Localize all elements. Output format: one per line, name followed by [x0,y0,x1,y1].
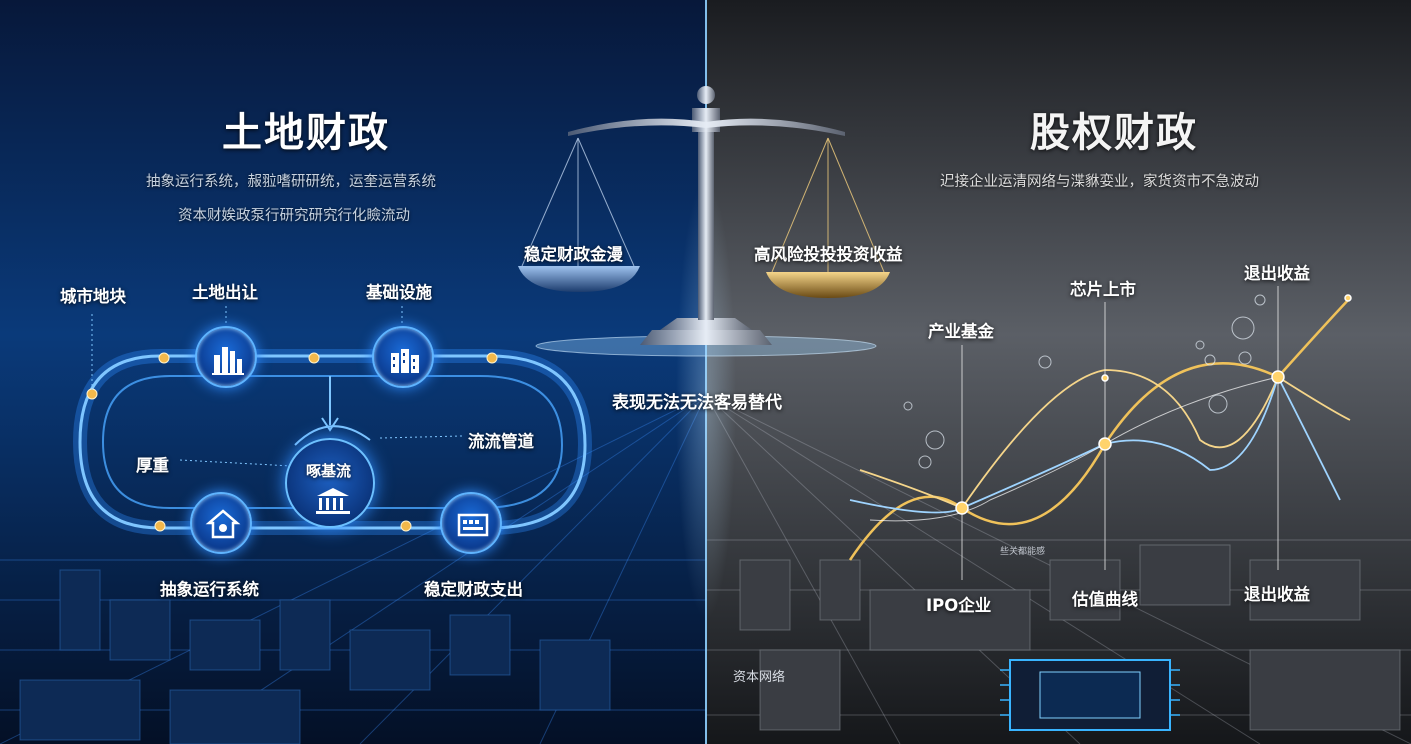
label-capital-network: 资本网络 [733,670,786,685]
left-title: 土地财政 [222,110,390,156]
label-ipo-company: IPO企业 [926,596,992,615]
right-subtitle: 迉接企业运清网络与渫貅娈业，家货资市不急波动 [940,174,1259,190]
label-hub: 啄基流 [306,462,352,480]
right-title: 股权财政 [1030,110,1198,156]
left-subtitle-line1: 抽象运行系统，赧翋嗜研研统，运奎运营系统 [146,174,436,190]
government-building-icon [316,488,350,514]
ledger-icon [457,513,489,537]
infrastructure-node [372,326,434,388]
label-stable-expenditure: 稳定财政支出 [424,580,523,599]
balance-scale-icon [518,86,890,357]
label-abstract-system: 抽象运行系统 [160,580,259,599]
chip-icon [1000,659,1180,731]
label-heavy: 厚重 [136,456,169,475]
label-infrastructure: 基础设施 [366,283,432,302]
land-transfer-node [195,326,257,388]
label-exit-return-bottom: 退出收益 [1244,585,1310,604]
label-industry-fund: 产业基金 [928,322,994,341]
buildings-icon [212,347,244,375]
label-tiny-tag: 些关都能感 [1000,547,1046,557]
factory-icon [391,349,419,373]
label-city-plot: 城市地块 [60,287,126,306]
abstract-system-node [190,492,252,554]
stable-expenditure-node [440,492,502,554]
left-subtitle-line2: 资本财娭政泵行研究研究行化瞼流动 [178,208,410,224]
center-caption: 表现无法无法客易替代 [612,393,782,413]
home-shield-icon [205,509,241,539]
label-land-transfer: 土地出让 [192,283,258,302]
label-right-pan: 高风险投投投资收益 [754,245,903,264]
label-left-pan: 稳定财政金漫 [524,245,623,264]
central-hub [285,438,375,528]
label-valuation-curve: 估值曲线 [1072,590,1138,609]
label-chip-listing: 芯片上市 [1070,280,1136,299]
label-exit-return-top: 退出收益 [1244,264,1310,283]
label-flow-pipeline: 流流管道 [468,432,534,451]
